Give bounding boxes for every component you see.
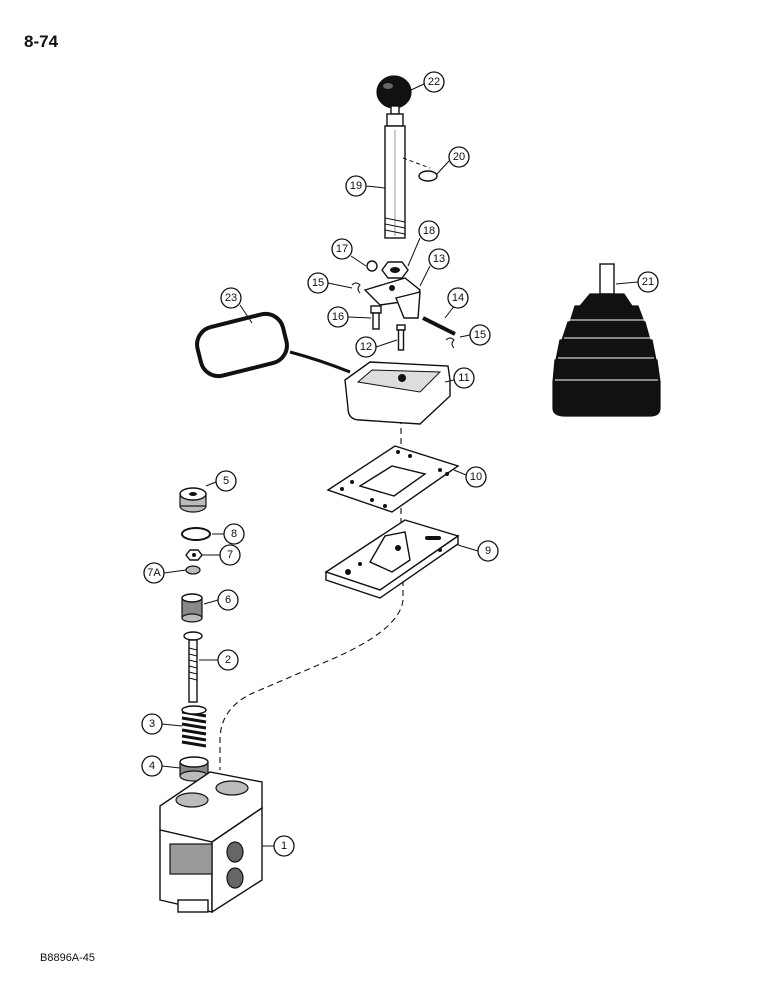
callout-15-lower: 15 xyxy=(469,324,491,346)
callout-14: 14 xyxy=(447,287,469,309)
nut-part xyxy=(381,261,409,279)
svg-text:15: 15 xyxy=(312,277,324,289)
bracket-plate-part xyxy=(363,260,421,319)
svg-text:3: 3 xyxy=(149,718,155,730)
svg-text:10: 10 xyxy=(470,471,482,483)
callout-7a: 7A xyxy=(143,562,165,584)
washer-part xyxy=(185,565,201,575)
svg-text:19: 19 xyxy=(350,180,362,192)
seal-ring-part xyxy=(195,311,351,379)
callout-6: 6 xyxy=(217,589,239,611)
svg-text:15: 15 xyxy=(474,329,486,341)
svg-text:22: 22 xyxy=(428,76,440,88)
callout-21: 21 xyxy=(637,271,659,293)
svg-text:8: 8 xyxy=(231,528,237,540)
boot-part xyxy=(552,263,661,417)
callout-5: 5 xyxy=(215,470,237,492)
clip-part-upper xyxy=(351,282,361,294)
o-ring-part xyxy=(181,527,211,541)
callout-1: 1 xyxy=(273,835,295,857)
callout-8: 8 xyxy=(223,523,245,545)
svg-text:14: 14 xyxy=(452,292,464,304)
bolt-part xyxy=(370,305,382,330)
svg-text:7A: 7A xyxy=(147,567,161,579)
spool-part xyxy=(183,631,203,703)
svg-text:1: 1 xyxy=(281,840,287,852)
pin-part xyxy=(422,316,456,336)
svg-text:12: 12 xyxy=(360,341,372,353)
svg-text:21: 21 xyxy=(642,276,654,288)
svg-text:9: 9 xyxy=(485,545,491,557)
svg-text:4: 4 xyxy=(149,760,155,772)
svg-text:13: 13 xyxy=(433,253,445,265)
lock-washer-part xyxy=(418,170,438,182)
screw-part xyxy=(396,324,406,351)
callout-7: 7 xyxy=(219,544,241,566)
sleeve-part xyxy=(181,593,203,623)
callout-11: 11 xyxy=(453,367,475,389)
callout-17: 17 xyxy=(331,238,353,260)
callout-12: 12 xyxy=(355,336,377,358)
svg-text:11: 11 xyxy=(458,372,469,384)
callout-13: 13 xyxy=(428,248,450,270)
nut-small-part xyxy=(185,549,203,561)
gasket-plate-part xyxy=(326,445,460,513)
callout-19: 19 xyxy=(345,175,367,197)
callout-22: 22 xyxy=(423,71,445,93)
callout-23: 23 xyxy=(220,287,242,309)
housing-tray-part xyxy=(344,361,451,425)
callout-18: 18 xyxy=(418,220,440,242)
svg-text:17: 17 xyxy=(336,243,348,255)
lever-shaft-part xyxy=(384,113,431,239)
page-number: 8-74 xyxy=(24,32,59,51)
knob-part xyxy=(376,75,412,115)
base-plate-part xyxy=(324,519,460,599)
callout-3: 3 xyxy=(141,713,163,735)
svg-text:16: 16 xyxy=(332,311,344,323)
callout-2: 2 xyxy=(217,649,239,671)
callout-16: 16 xyxy=(327,306,349,328)
svg-text:6: 6 xyxy=(225,594,231,606)
svg-text:20: 20 xyxy=(453,151,465,163)
svg-text:5: 5 xyxy=(223,475,229,487)
callout-10: 10 xyxy=(465,466,487,488)
callout-4: 4 xyxy=(141,755,163,777)
valve-body-part xyxy=(159,771,263,914)
callout-9: 9 xyxy=(477,540,499,562)
svg-text:23: 23 xyxy=(225,292,237,304)
svg-text:2: 2 xyxy=(225,654,231,666)
callout-15-upper: 15 xyxy=(307,272,329,294)
svg-text:18: 18 xyxy=(423,225,435,237)
callout-leaders xyxy=(161,83,639,847)
callout-20: 20 xyxy=(448,146,470,168)
svg-text:7: 7 xyxy=(227,549,233,561)
figure-code: B8896A-45 xyxy=(40,952,96,964)
spring-part xyxy=(181,705,207,748)
cap-part xyxy=(179,487,207,513)
clip-part-lower xyxy=(445,337,455,349)
